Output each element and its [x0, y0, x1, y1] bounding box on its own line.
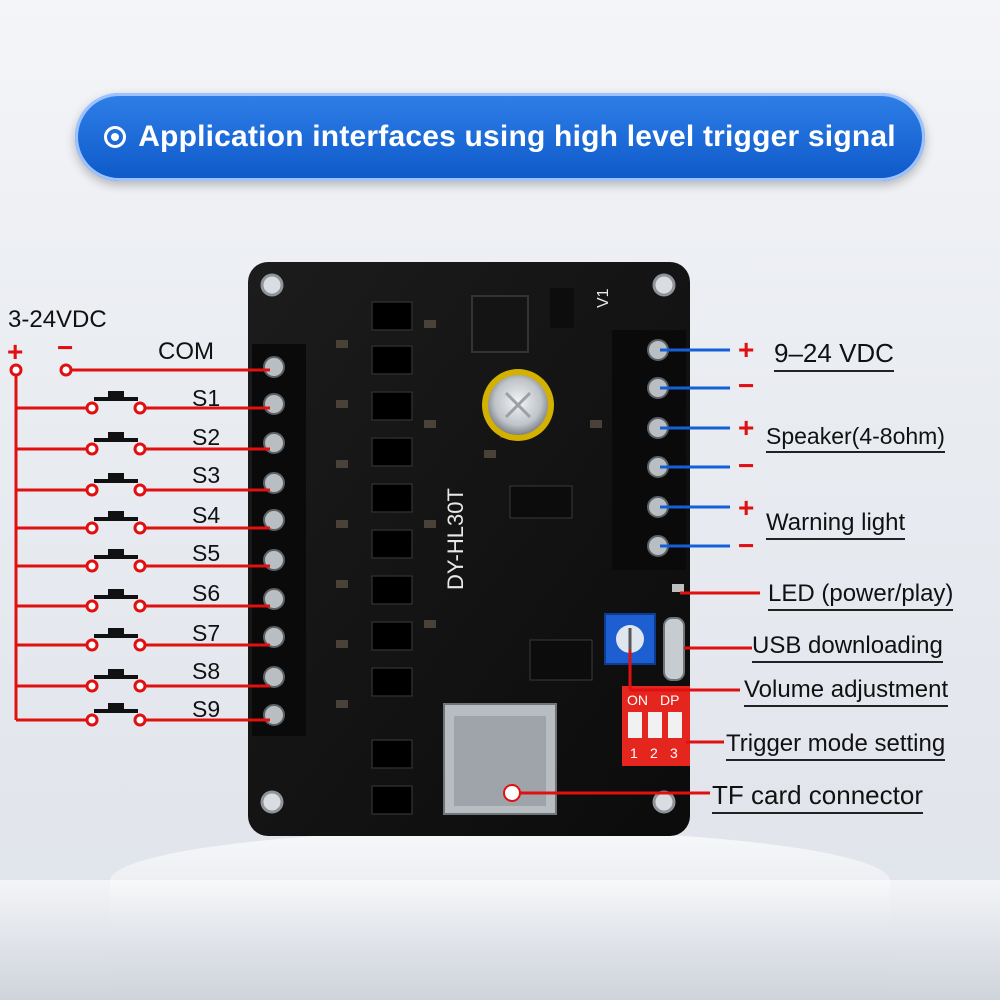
mounting-holes [260, 273, 676, 814]
right-terminal-screws [647, 339, 669, 557]
audio-chip [509, 485, 573, 519]
pcb-substrate [248, 262, 690, 836]
supply-voltage-label: 3-24VDC [8, 306, 107, 333]
switch-label-s1: S1 [192, 385, 221, 411]
push-buttons [85, 391, 147, 727]
switch-label-s8: S8 [192, 658, 221, 684]
background-floor [0, 880, 1000, 1000]
speaker-label: Speaker(4-8ohm) [766, 423, 945, 453]
supply-minus-sign: − [57, 332, 74, 363]
switch-label-s5: S5 [192, 540, 221, 566]
warning-minus-sign: − [738, 530, 755, 561]
switch-label-s3: S3 [192, 462, 221, 488]
led-label: LED (power/play) [768, 580, 954, 611]
power-led [672, 584, 684, 592]
dip-number-1: 1 [630, 745, 638, 761]
right-terminal-block [612, 330, 686, 570]
voltage-regulator [471, 295, 529, 353]
switch-label-s9: S9 [192, 696, 221, 722]
switch-label-s7: S7 [192, 620, 221, 646]
switch-label-s6: S6 [192, 580, 221, 606]
switch-label-s2: S2 [192, 424, 221, 450]
speaker-minus-sign: − [738, 450, 755, 481]
left-terminal-screws [263, 356, 285, 726]
title-banner: Application interfaces using high level … [75, 93, 925, 181]
power-plus-sign: + [738, 334, 755, 365]
usb-label: USB downloading [752, 632, 943, 663]
switch-wires [16, 406, 270, 722]
board-version-label: V1 [595, 288, 612, 308]
power-voltage-label: 9–24 VDC [774, 338, 894, 372]
terminal-dots [9, 363, 73, 377]
board-model-label: DY-HL30T [443, 488, 468, 590]
optocoupler-chips [371, 301, 413, 815]
warning-plus-sign: + [738, 492, 755, 523]
supply-plus-sign: + [7, 336, 24, 367]
banner-title: Application interfaces using high level … [138, 120, 896, 153]
dip-number-2: 2 [650, 745, 658, 761]
warning-light-label: Warning light [766, 509, 906, 540]
switch-label-s4: S4 [192, 502, 221, 528]
speaker-plus-sign: + [738, 412, 755, 443]
right-wires [660, 348, 730, 548]
volume-label: Volume adjustment [744, 676, 949, 707]
trigger-mode-label: Trigger mode setting [726, 730, 946, 761]
power-minus-sign: − [738, 370, 755, 401]
tf-card-label: TF card connector [712, 780, 923, 814]
target-icon [104, 126, 127, 148]
callout-lines [512, 591, 760, 795]
com-label: COM [158, 338, 214, 365]
amplifier-chip [529, 639, 593, 681]
dip-number-3: 3 [670, 745, 678, 761]
dip-on-label: ON [627, 692, 648, 708]
dip-dp-label: DP [660, 692, 679, 708]
